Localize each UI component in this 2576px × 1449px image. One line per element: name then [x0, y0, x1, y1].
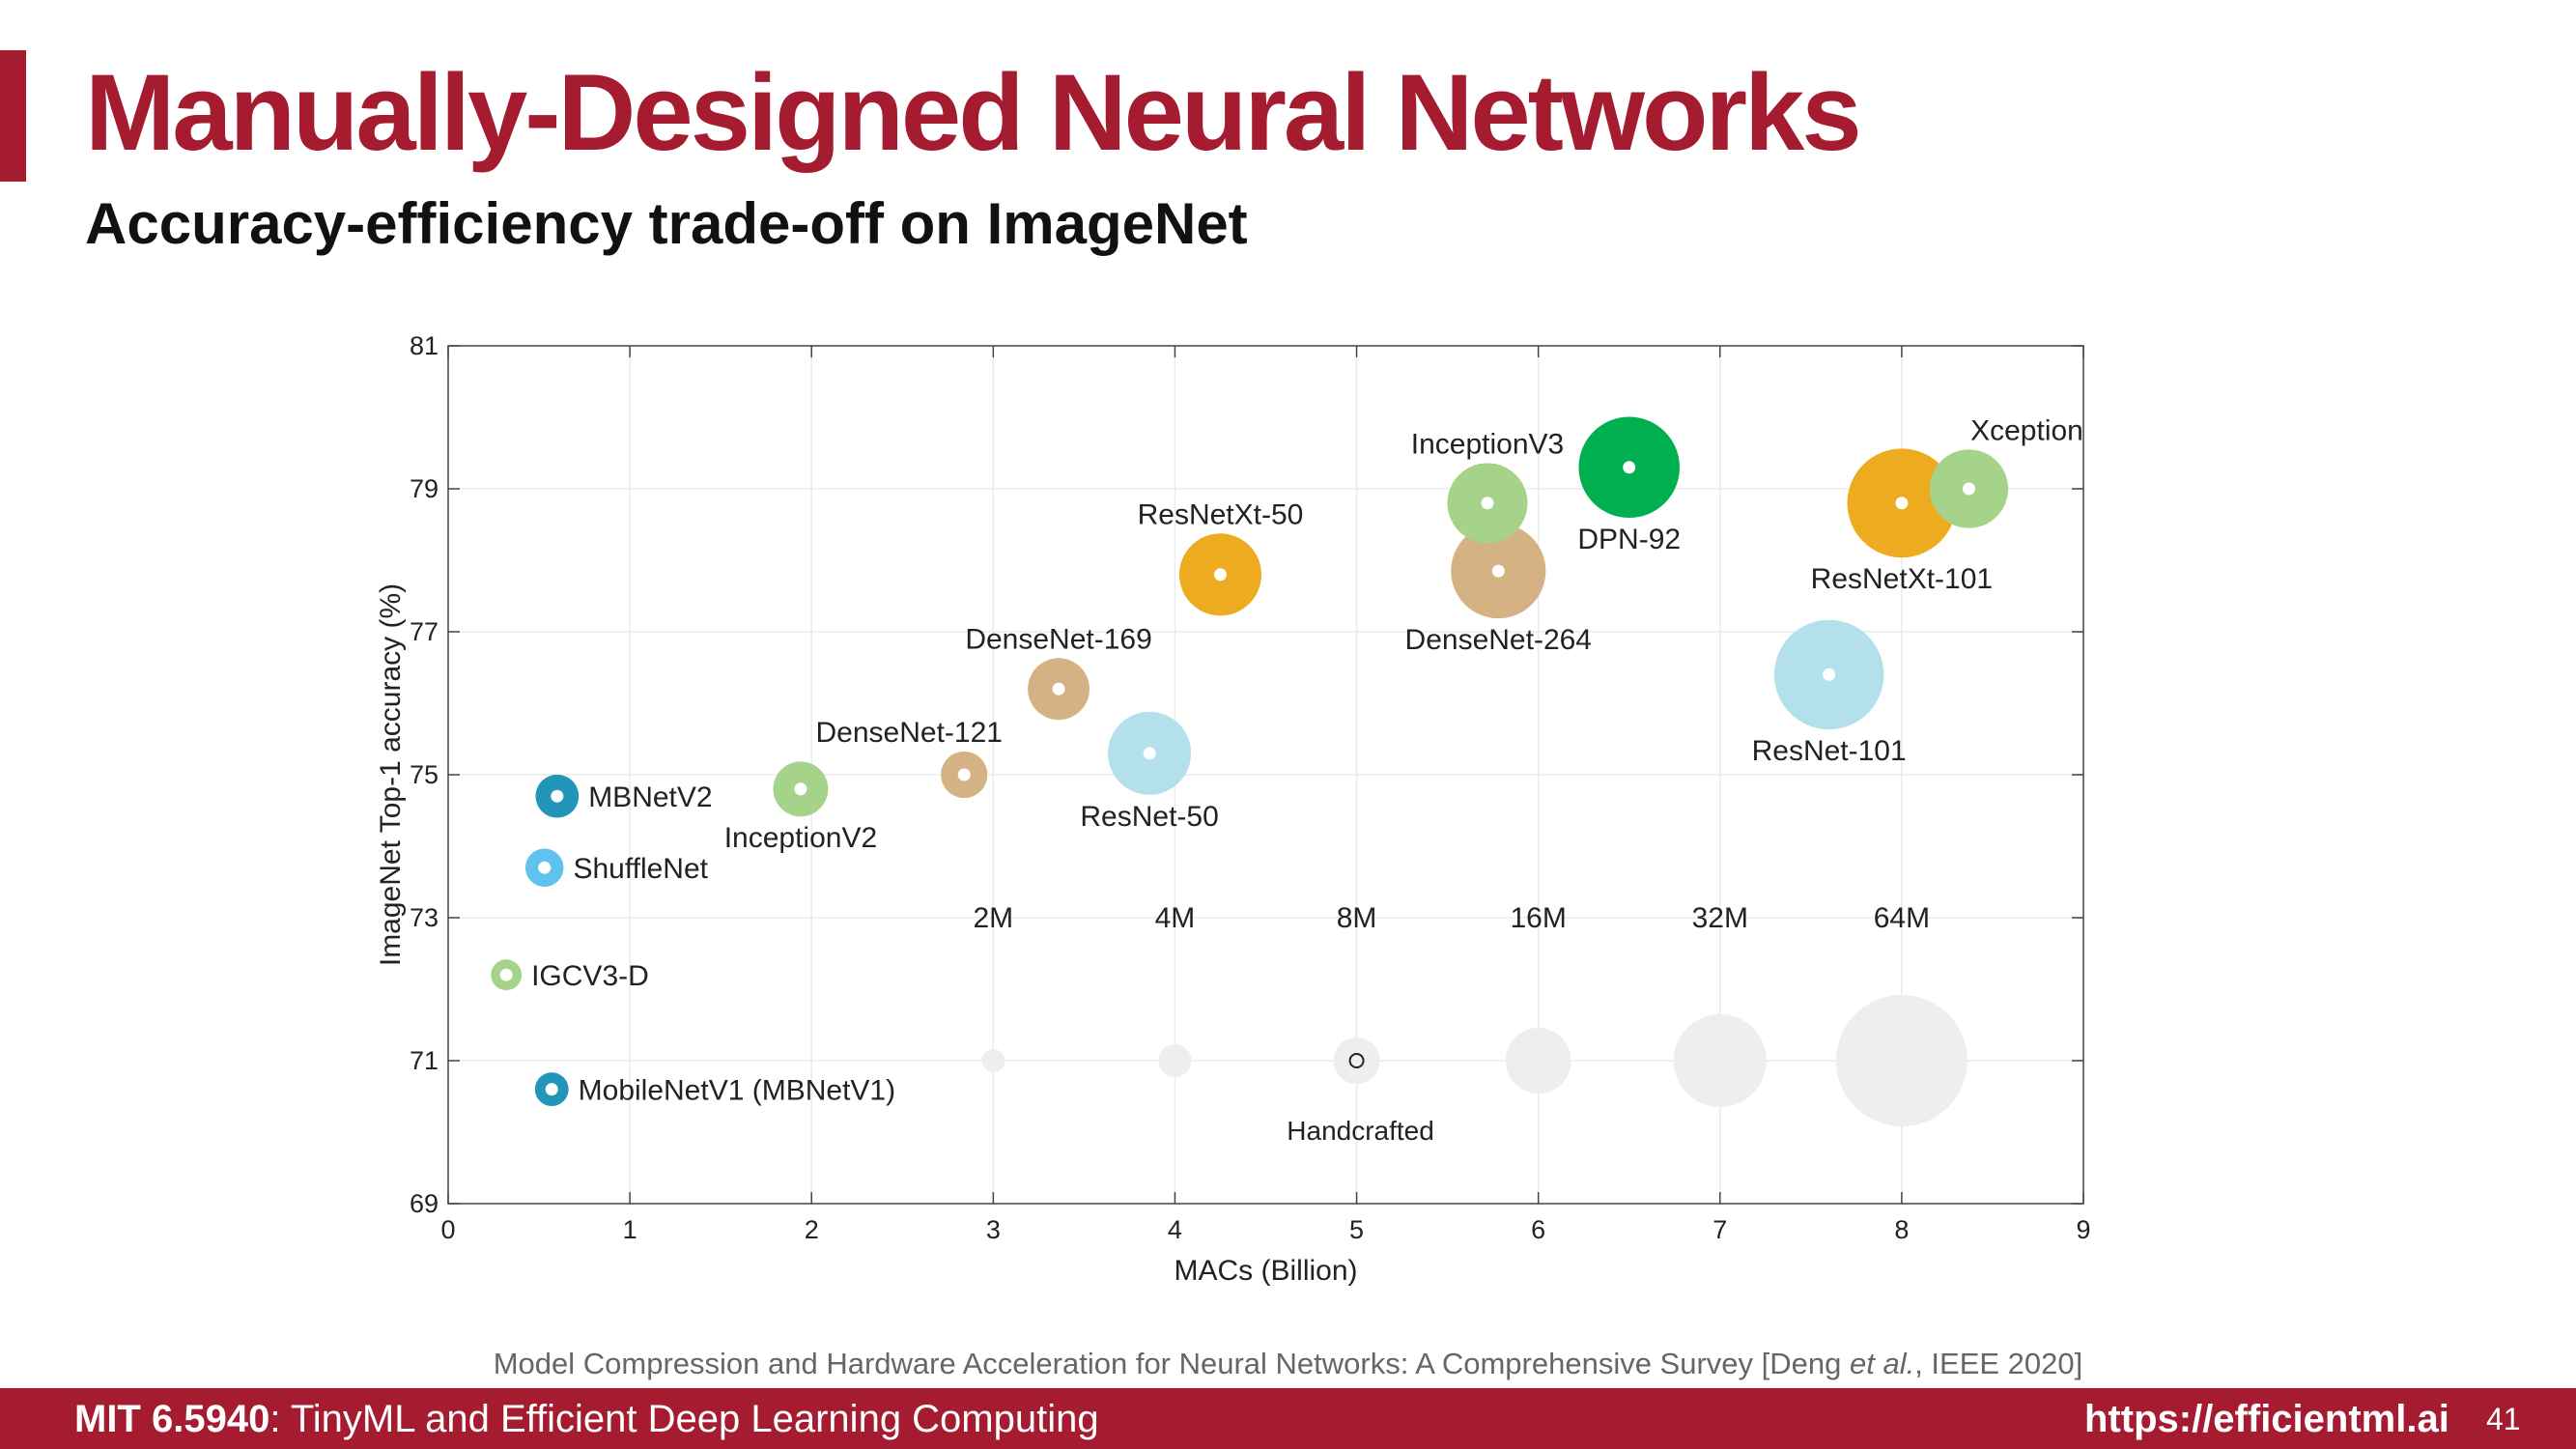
size-legend-label: 32M [1692, 902, 1748, 934]
data-label: ResNet-101 [1752, 735, 1907, 767]
x-tick-label: 0 [440, 1215, 455, 1244]
data-bubble-center [1895, 497, 1909, 510]
data-bubble-center [1823, 668, 1836, 681]
page-subtitle: Accuracy-efficiency trade-off on ImageNe… [85, 191, 1248, 256]
data-bubble-center [1962, 482, 1975, 496]
size-legend-label: 64M [1874, 902, 1930, 934]
data-bubble-center [499, 968, 513, 981]
course-name: : TinyML and Efficient Deep Learning Com… [269, 1398, 1099, 1440]
data-bubble-center [957, 768, 971, 781]
footer-bar: MIT 6.5940: TinyML and Efficient Deep Le… [0, 1388, 2576, 1449]
size-legend-label: 8M [1337, 902, 1377, 934]
data-label: ResNetXt-50 [1138, 498, 1304, 530]
size-legend-bubble [1158, 1044, 1192, 1077]
y-tick-label: 69 [410, 1189, 439, 1218]
y-tick-label: 71 [410, 1046, 439, 1075]
citation-et-al: et al. [1849, 1347, 1915, 1380]
page-title: Manually-Designed Neural Networks [85, 52, 1862, 173]
y-axis-label: ImageNet Top-1 accuracy (%) [375, 583, 407, 966]
data-label: InceptionV3 [1411, 428, 1564, 460]
data-bubble-center [538, 861, 552, 874]
citation-main: Model Compression and Hardware Accelerat… [493, 1347, 1850, 1380]
data-bubble-center [1481, 497, 1494, 510]
title-accent-bar [0, 50, 26, 182]
x-tick-label: 3 [986, 1215, 1001, 1244]
data-bubble-center [1491, 564, 1505, 578]
data-label: ResNetXt-101 [1811, 563, 1993, 595]
course-code: MIT 6.5940 [74, 1398, 270, 1440]
x-tick-label: 4 [1168, 1215, 1182, 1244]
y-tick-label: 81 [410, 331, 439, 360]
x-tick-label: 2 [805, 1215, 819, 1244]
data-label: InceptionV2 [724, 822, 877, 854]
bubble-chart: 2M 4M 8M 16M 32M 64M Handcrafted MobileNetV1 (M… [375, 331, 2091, 1287]
data-label: IGCV3-D [531, 960, 649, 992]
data-bubble-center [1143, 747, 1156, 760]
data-label: DenseNet-264 [1405, 624, 1592, 656]
footer-course: MIT 6.5940: TinyML and Efficient Deep Le… [74, 1398, 1099, 1441]
data-label: DenseNet-121 [816, 717, 1003, 749]
x-tick-label: 1 [623, 1215, 637, 1244]
handcrafted-label: Handcrafted [1287, 1116, 1434, 1146]
x-tick-label: 7 [1713, 1215, 1727, 1244]
data-label: ShuffleNet [573, 853, 708, 885]
data-label: DPN-92 [1577, 524, 1681, 555]
size-legend-bubble [1333, 1037, 1380, 1085]
y-tick-label: 75 [410, 760, 439, 789]
x-axis-label: MACs (Billion) [1174, 1255, 1357, 1287]
y-tick-label: 77 [410, 617, 439, 646]
size-legend-label: 4M [1155, 902, 1196, 934]
data-bubble-center [1052, 682, 1065, 696]
y-tick-label: 73 [410, 903, 439, 932]
footer-url-link[interactable]: https://efficientml.ai [2084, 1398, 2449, 1440]
x-tick-label: 5 [1349, 1215, 1364, 1244]
size-legend-label: 16M [1510, 902, 1566, 934]
size-legend-bubble [1505, 1028, 1571, 1094]
page-number: 41 [2486, 1402, 2521, 1436]
size-legend-bubble [981, 1048, 1005, 1073]
data-label: ResNet-50 [1080, 801, 1218, 833]
data-label: DenseNet-169 [965, 623, 1151, 655]
data-bubble-center [794, 782, 807, 796]
handcrafted-marker [1348, 1053, 1365, 1068]
x-tick-label: 6 [1531, 1215, 1545, 1244]
x-tick-label: 9 [2076, 1215, 2090, 1244]
x-tick-label: 8 [1894, 1215, 1909, 1244]
citation-end: , IEEE 2020] [1914, 1347, 2083, 1380]
size-legend-label: 2M [973, 902, 1013, 934]
y-tick-label: 79 [410, 474, 439, 503]
data-label: Xception [1970, 414, 2083, 446]
data-bubble-center [1213, 568, 1227, 582]
data-label: MBNetV2 [588, 781, 712, 813]
data-bubble-center [551, 789, 564, 803]
data-bubble-center [545, 1083, 558, 1096]
size-legend-bubble [1835, 995, 1967, 1126]
data-label: MobileNetV1 (MBNetV1) [579, 1075, 895, 1107]
citation: Model Compression and Hardware Accelerat… [0, 1347, 2576, 1381]
data-bubble-center [1623, 461, 1636, 474]
size-legend-bubble [1673, 1013, 1767, 1108]
